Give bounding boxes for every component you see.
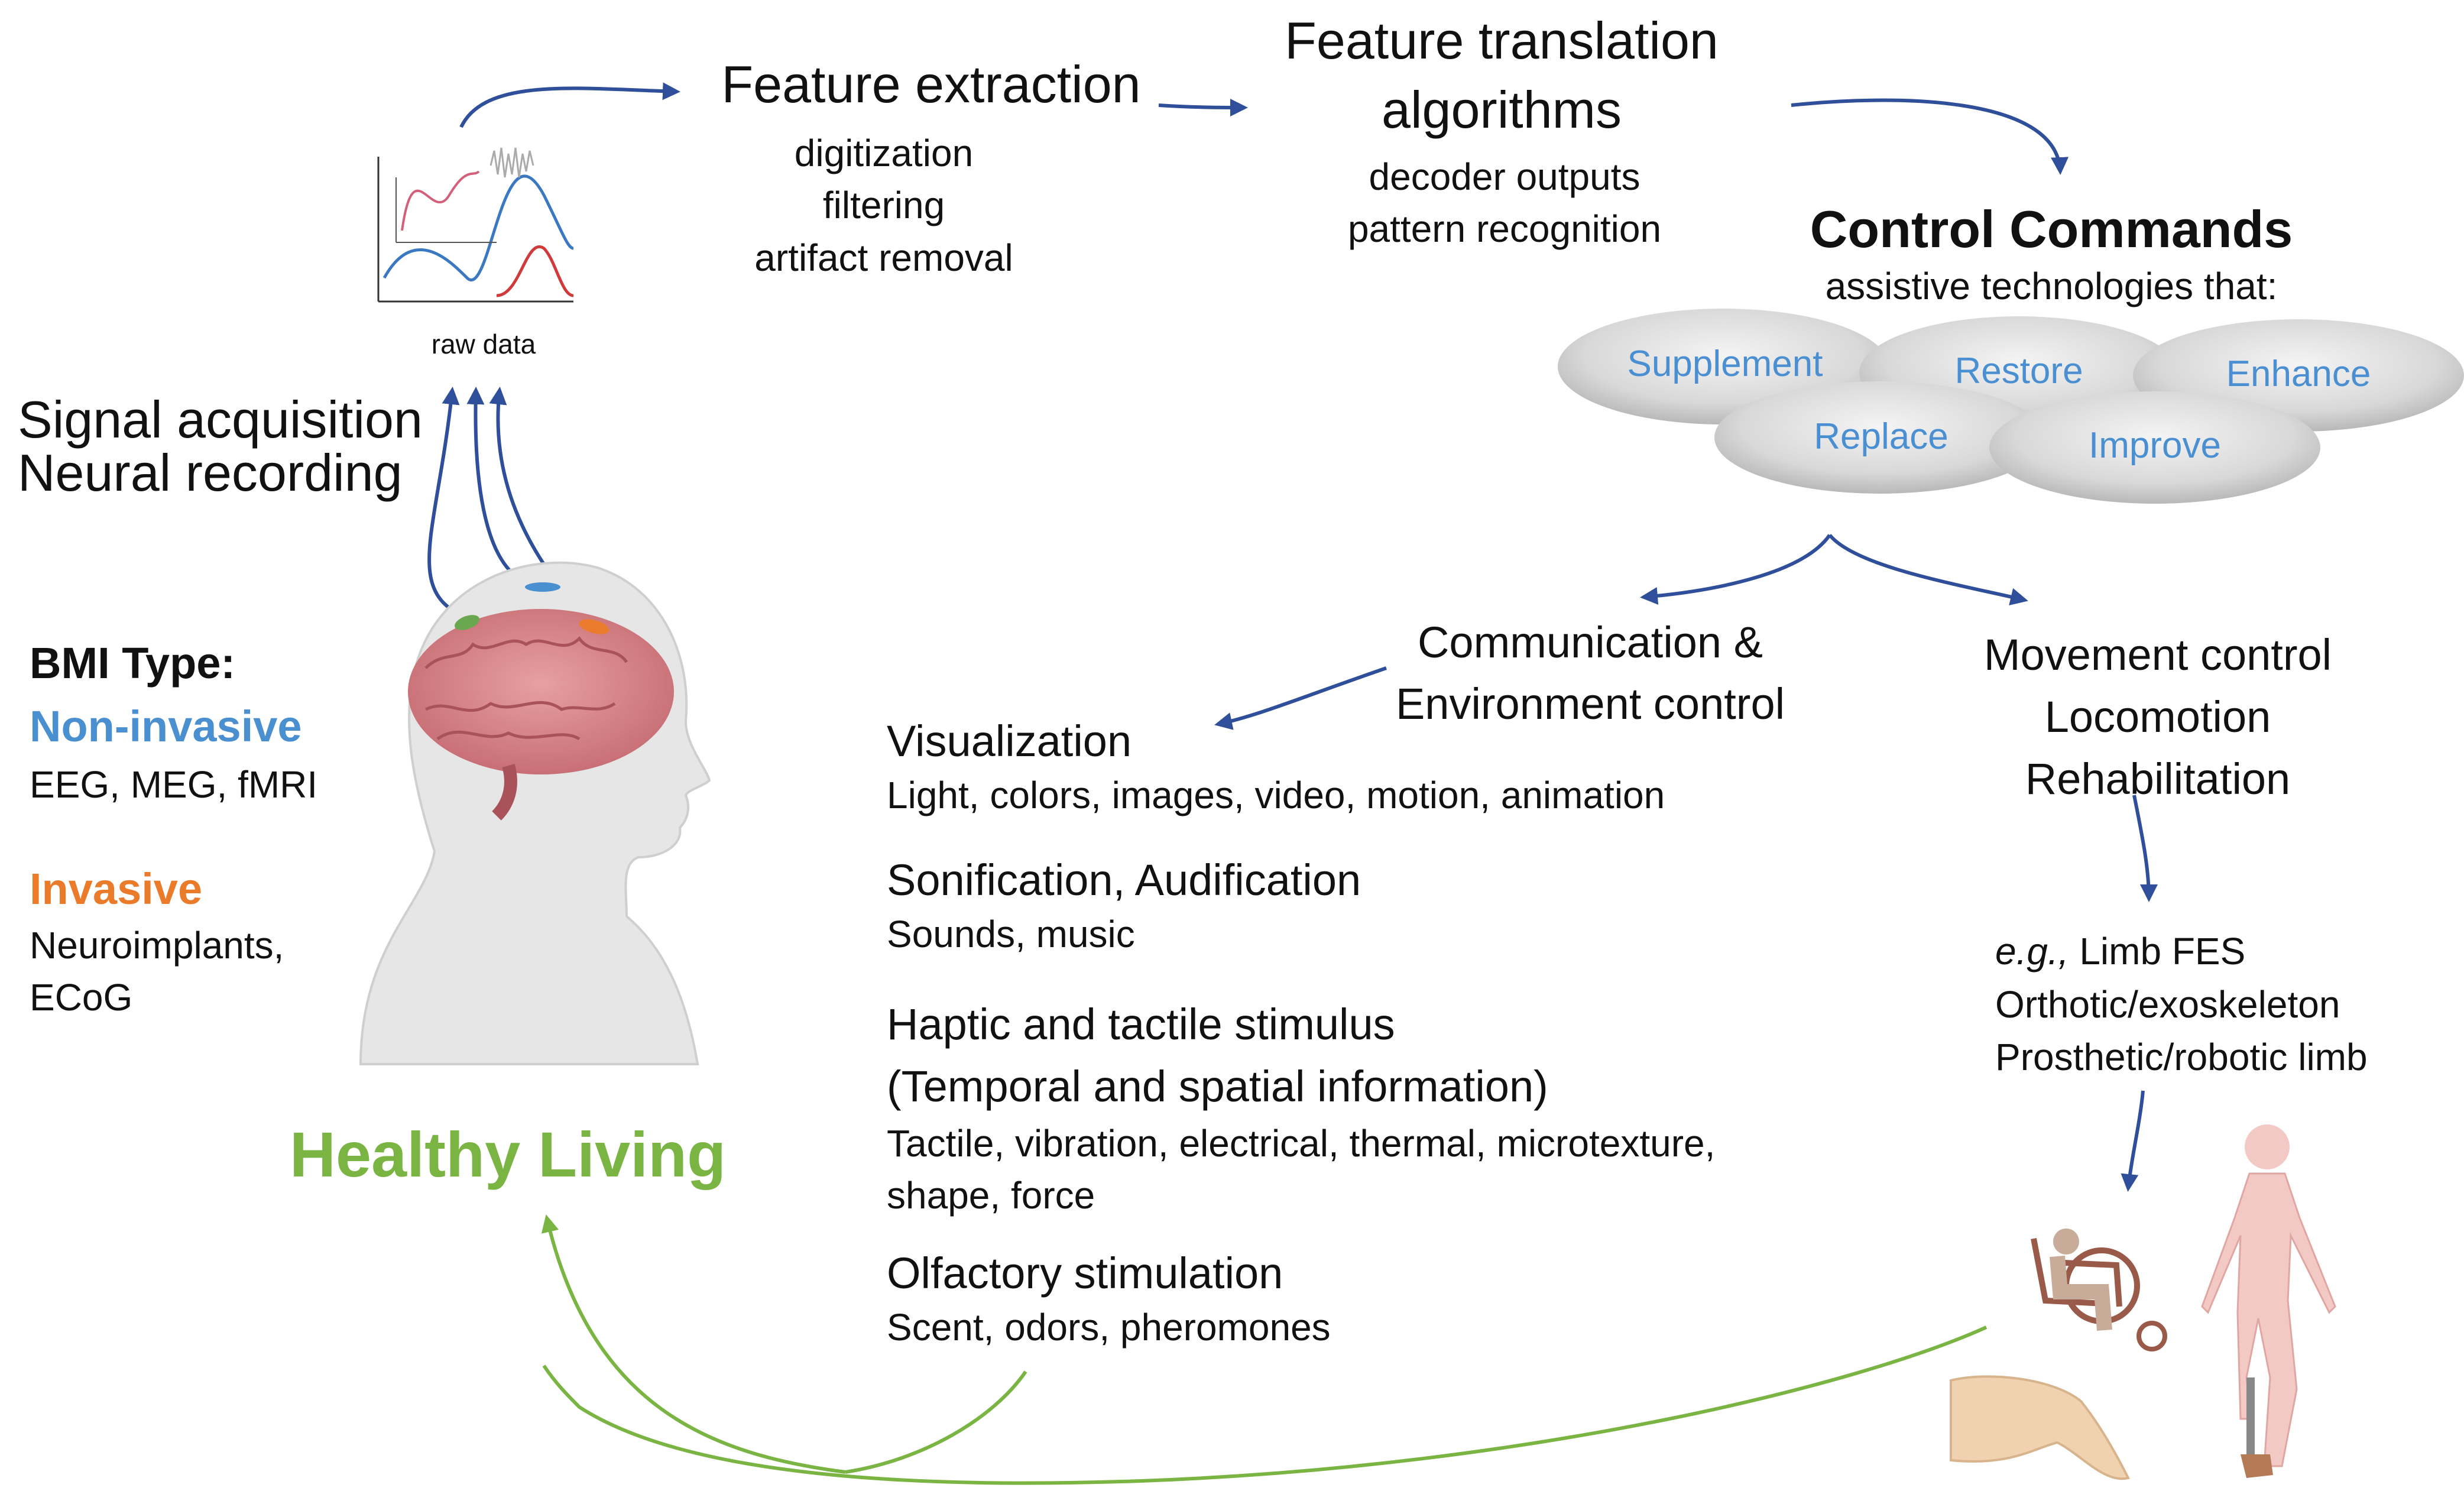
raw-data-chart-icon	[377, 147, 574, 303]
noninvasive-items: EEG, MEG, fMRI	[30, 763, 318, 806]
invasive-label: Invasive	[30, 864, 203, 913]
ellipse-label-improve: Improve	[2089, 425, 2221, 466]
arrow-extraction-to-translation	[1158, 98, 1248, 116]
ellipse-label-supplement: Supplement	[1627, 343, 1823, 384]
modality-desc-line2: shape, force	[887, 1174, 1095, 1217]
control-commands-subtitle: assistive technologies that:	[1825, 265, 2278, 307]
modality-title: Sonification, Audification	[887, 855, 1361, 905]
movement-example: Orthotic/exoskeleton	[1995, 983, 2340, 1026]
modality-title-line2: (Temporal and spatial information)	[887, 1062, 1548, 1111]
movement-example: Prosthetic/robotic limb	[1995, 1036, 2368, 1079]
feature-translation-title-line2: algorithms	[1382, 80, 1622, 140]
arrow-electrode-green	[427, 387, 468, 620]
modality-title: Olfactory stimulation	[887, 1249, 1283, 1298]
communication-line1: Communication &	[1417, 618, 1763, 667]
arrow-to-visualization	[1214, 666, 1387, 730]
invasive-items-line2: ECoG	[30, 976, 133, 1019]
arrow-raw-to-extraction	[459, 82, 680, 128]
movement-example-first: e.g., Limb FES	[1995, 925, 2368, 978]
green-arrow-to-healthy-living	[541, 1214, 846, 1474]
modality-title: Visualization	[887, 717, 1132, 766]
control-commands-title: Control Commands	[1810, 200, 2293, 258]
communication-line2: Environment control	[1395, 679, 1785, 728]
eg-prefix: e.g.,	[1995, 930, 2069, 973]
modality-visualization: Visualization Light, colors, images, vid…	[887, 715, 1665, 821]
feature-extraction-title: Feature extraction	[721, 55, 1141, 114]
modality-sonification: Sonification, Audification Sounds, music	[887, 854, 1361, 960]
modality-olfactory: Olfactory stimulation Scent, odors, pher…	[887, 1247, 1331, 1353]
head-illustration	[359, 561, 711, 1065]
green-path-main	[542, 1325, 1988, 1485]
invasive-items-line1: Neuroimplants,	[30, 924, 284, 967]
modality-desc: Tactile, vibration, electrical, thermal,…	[887, 1122, 1716, 1165]
arrow-to-examples	[2132, 795, 2158, 902]
modality-haptic: Haptic and tactile stimulus (Temporal an…	[887, 993, 1715, 1222]
ellipse-label-restore: Restore	[1954, 351, 2083, 391]
feature-extraction-item: digitization	[794, 132, 974, 174]
arrow-to-movement	[1828, 534, 2028, 606]
signal-line2: Neural recording	[18, 443, 403, 502]
arrow-to-communication	[1640, 534, 1831, 605]
modality-title: Haptic and tactile stimulus	[887, 1000, 1395, 1049]
signal-line1: Signal acquisition	[18, 390, 423, 449]
feature-translation-title: Feature translation algorithms	[1285, 6, 1719, 144]
control-ellipses	[1558, 309, 2464, 504]
feature-translation-item: pattern recognition	[1347, 208, 1662, 251]
ellipse-label-replace: Replace	[1814, 416, 1948, 457]
signal-acquisition-label: Signal acquisition Neural recording	[18, 393, 423, 500]
feature-translation-list: decoder outputs pattern recognition	[1348, 151, 1661, 255]
patient-figures-illustration	[1950, 1124, 2336, 1480]
modality-desc: Scent, odors, pheromones	[887, 1305, 1331, 1349]
arrow-translation-to-commands	[1791, 98, 2069, 175]
movement-line: Locomotion	[2044, 692, 2271, 742]
feature-translation-title-line1: Feature translation	[1285, 11, 1719, 70]
invasive-items: Neuroimplants, ECoG	[30, 919, 284, 1024]
movement-examples: e.g., Limb FES Orthotic/exoskeleton Pros…	[1995, 925, 2368, 1084]
feature-translation-item: decoder outputs	[1369, 155, 1640, 198]
healthy-living-label: Healthy Living	[290, 1119, 727, 1190]
movement-label: Movement control Locomotion Rehabilitati…	[1984, 624, 2332, 810]
noninvasive-label: Non-invasive	[30, 702, 302, 751]
ellipse-label-enhance: Enhance	[2226, 354, 2371, 394]
raw-data-label: raw data	[431, 329, 536, 359]
feature-extraction-list: digitization filtering artifact removal	[754, 127, 1013, 284]
arrow-to-figures	[2121, 1090, 2145, 1192]
movement-line: Rehabilitation	[2025, 754, 2291, 804]
bmi-type-title: BMI Type:	[30, 638, 236, 688]
feature-extraction-item: filtering	[822, 184, 945, 227]
modality-desc: Light, colors, images, video, motion, an…	[887, 773, 1665, 816]
modality-desc: Sounds, music	[887, 912, 1135, 955]
green-path-olfactory	[845, 1370, 1027, 1474]
eg-first: Limb FES	[2069, 930, 2246, 973]
communication-label: Communication & Environment control	[1396, 612, 1785, 734]
movement-line: Movement control	[1983, 630, 2332, 679]
feature-extraction-item: artifact removal	[754, 236, 1013, 279]
